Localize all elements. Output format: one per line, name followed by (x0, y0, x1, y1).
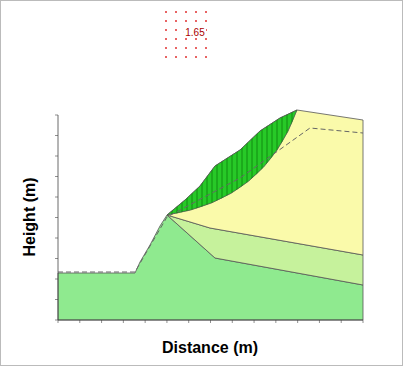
grid-dot (165, 38, 167, 40)
grid-dot (175, 29, 177, 31)
grid-dot (205, 38, 207, 40)
slip-centre-grid (165, 11, 207, 58)
x-tick (58, 320, 59, 323)
slip-hatching (167, 110, 297, 215)
y-tick (55, 197, 58, 198)
grid-dot (205, 56, 207, 58)
grid-dot (165, 11, 167, 13)
water-table (58, 128, 363, 272)
x-tick (254, 320, 255, 323)
factor-of-safety: 1.65 (184, 27, 205, 38)
x-tick (145, 320, 146, 323)
grid-dot (165, 56, 167, 58)
grid-dot (175, 11, 177, 13)
axis-ticks (55, 115, 363, 323)
x-tick (275, 320, 276, 323)
grid-dot (205, 11, 207, 13)
grid-dot (185, 11, 187, 13)
y-tick (55, 115, 58, 116)
y-tick (55, 258, 58, 259)
upper-soil-layer (167, 110, 363, 255)
grid-dot (195, 20, 197, 22)
x-tick (319, 320, 320, 323)
grid-dot (175, 20, 177, 22)
grid-dot (165, 20, 167, 22)
x-tick (232, 320, 233, 323)
x-tick (79, 320, 80, 323)
y-tick (55, 279, 58, 280)
grid-dot (185, 47, 187, 49)
grid-dot (195, 11, 197, 13)
grid-dot (185, 56, 187, 58)
y-tick (55, 156, 58, 157)
grid-dot (185, 38, 187, 40)
x-tick (188, 320, 189, 323)
grid-dot (205, 47, 207, 49)
grid-dot (175, 56, 177, 58)
grid-dot (195, 38, 197, 40)
slip-mass (167, 110, 297, 215)
grid-dot (205, 20, 207, 22)
x-tick (363, 320, 364, 323)
grid-dot (175, 47, 177, 49)
x-tick (101, 320, 102, 323)
grid-dot (195, 47, 197, 49)
y-tick (55, 320, 58, 321)
grid-dot (175, 38, 177, 40)
x-axis-title: Distance (m) (162, 339, 258, 357)
y-tick (55, 217, 58, 218)
grid-dot (195, 56, 197, 58)
x-tick (341, 320, 342, 323)
y-tick (55, 238, 58, 239)
x-tick (210, 320, 211, 323)
grid-dot (165, 29, 167, 31)
grid-dot (185, 20, 187, 22)
y-axis-title: Height (m) (21, 177, 39, 256)
y-tick (55, 176, 58, 177)
y-tick (55, 135, 58, 136)
x-tick (123, 320, 124, 323)
x-tick (166, 320, 167, 323)
y-tick (55, 299, 58, 300)
x-tick (297, 320, 298, 323)
grid-dot (165, 47, 167, 49)
